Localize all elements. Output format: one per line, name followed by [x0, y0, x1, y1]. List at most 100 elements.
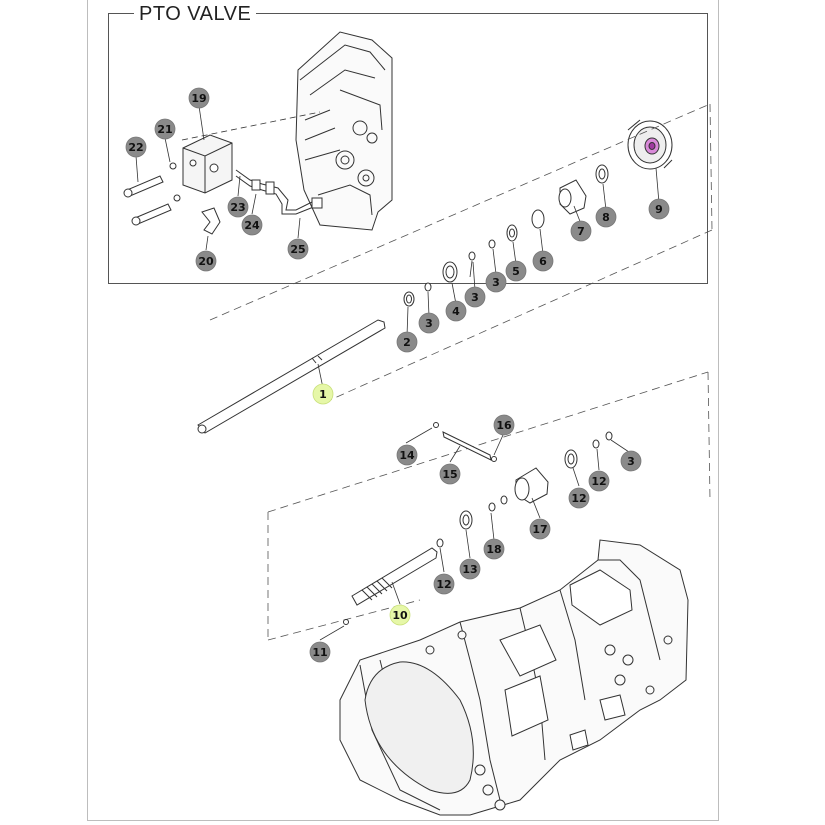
upper-dashed-bounds [209, 103, 713, 401]
callout-1[interactable]: 1 [312, 383, 334, 405]
callout-4[interactable]: 4 [445, 300, 467, 322]
callout-12c[interactable]: 12 [588, 470, 610, 492]
callout-22-label: 22 [128, 141, 143, 154]
callout-3-label: 3 [425, 317, 433, 330]
callout-7-marker [570, 220, 592, 242]
callout-3c-marker [485, 271, 507, 293]
callout-9[interactable]: 9 [648, 198, 670, 220]
callout-17[interactable]: 17 [529, 518, 551, 540]
callout-23-marker [227, 196, 249, 218]
upper-leader-lines [317, 167, 660, 389]
callout-18-marker [483, 538, 505, 560]
elbow-fitting [201, 207, 221, 235]
callout-1-label: 1 [319, 388, 327, 401]
callout-3d[interactable]: 3 [620, 450, 642, 472]
coupler-9 [627, 119, 673, 170]
callout-17-label: 17 [532, 523, 547, 536]
transmission-housing [339, 539, 689, 816]
callout-9-label: 9 [655, 203, 663, 216]
callout-11-label: 11 [312, 646, 327, 659]
callout-17-marker [529, 518, 551, 540]
shaft-1 [197, 319, 386, 434]
callout-6-label: 6 [539, 255, 547, 268]
callout-12b[interactable]: 12 [568, 487, 590, 509]
callout-3b[interactable]: 3 [464, 286, 486, 308]
callout-19-marker [188, 87, 210, 109]
callout-12[interactable]: 12 [433, 573, 455, 595]
lower-leader-lines [319, 427, 630, 641]
callout-4-label: 4 [452, 305, 460, 318]
callout-1-marker [312, 383, 334, 405]
callout-21[interactable]: 21 [154, 118, 176, 140]
callout-6-marker [532, 250, 554, 272]
callout-10-label: 10 [392, 609, 408, 622]
callout-3d-marker [620, 450, 642, 472]
callout-5[interactable]: 5 [505, 260, 527, 282]
callout-4-marker [445, 300, 467, 322]
callout-12-marker [433, 573, 455, 595]
callout-22[interactable]: 22 [125, 136, 147, 158]
callout-16[interactable]: 16 [493, 414, 515, 436]
callout-21-label: 21 [157, 123, 172, 136]
callout-3b-label: 3 [471, 291, 479, 304]
callout-12c-marker [588, 470, 610, 492]
callout-25[interactable]: 25 [287, 238, 309, 260]
callout-11-marker [309, 641, 331, 663]
callouts-layer: 1 2 3 4 3 3 5 6 7 8 9 10 11 12 13 18 17 … [125, 87, 670, 663]
callout-20[interactable]: 20 [195, 250, 217, 272]
callout-23[interactable]: 23 [227, 196, 249, 218]
inset-title: PTO VALVE [134, 3, 257, 26]
callout-13-marker [459, 558, 481, 580]
callout-3c-label: 3 [492, 276, 500, 289]
lower-assembly-parts [343, 422, 613, 625]
callout-15[interactable]: 15 [439, 463, 461, 485]
callout-3b-marker [464, 286, 486, 308]
callout-14[interactable]: 14 [396, 444, 418, 466]
shaft-10 [351, 538, 444, 606]
callout-11[interactable]: 11 [309, 641, 331, 663]
callout-19-label: 19 [191, 92, 206, 105]
callout-7[interactable]: 7 [570, 220, 592, 242]
callout-3-marker [418, 312, 440, 334]
callout-3[interactable]: 3 [418, 312, 440, 334]
callout-10[interactable]: 10 [389, 604, 411, 626]
callout-25-label: 25 [290, 243, 305, 256]
callout-2[interactable]: 2 [396, 331, 418, 353]
callout-23-label: 23 [230, 201, 245, 214]
callout-24-marker [241, 214, 263, 236]
callout-20-marker [195, 250, 217, 272]
callout-14-marker [396, 444, 418, 466]
inset-leader-lines [135, 105, 321, 251]
callout-16-label: 16 [496, 419, 512, 432]
callout-3d-label: 3 [627, 455, 635, 468]
callout-24[interactable]: 24 [241, 214, 263, 236]
callout-2-label: 2 [403, 336, 411, 349]
callout-16-marker [493, 414, 515, 436]
callout-7-label: 7 [577, 225, 585, 238]
upper-assembly-parts [403, 164, 609, 307]
callout-12c-label: 12 [591, 475, 606, 488]
inset-housing [295, 31, 393, 231]
callout-12b-marker [568, 487, 590, 509]
callout-3c[interactable]: 3 [485, 271, 507, 293]
hydraulic-line [235, 169, 323, 215]
callout-6[interactable]: 6 [532, 250, 554, 272]
callout-14-label: 14 [399, 449, 415, 462]
callout-8[interactable]: 8 [595, 206, 617, 228]
callout-19[interactable]: 19 [188, 87, 210, 109]
outer-frame [87, 0, 719, 821]
callout-8-label: 8 [602, 211, 610, 224]
callout-8-marker [595, 206, 617, 228]
callout-13[interactable]: 13 [459, 558, 481, 580]
valve-bolts [123, 162, 181, 226]
callout-22-marker [125, 136, 147, 158]
callout-13-label: 13 [462, 563, 477, 576]
callout-18[interactable]: 18 [483, 538, 505, 560]
callout-20-label: 20 [198, 255, 214, 268]
callout-15-label: 15 [442, 468, 457, 481]
callout-10-marker [389, 604, 411, 626]
valve-block [182, 134, 233, 194]
callout-2-marker [396, 331, 418, 353]
callout-25-marker [287, 238, 309, 260]
